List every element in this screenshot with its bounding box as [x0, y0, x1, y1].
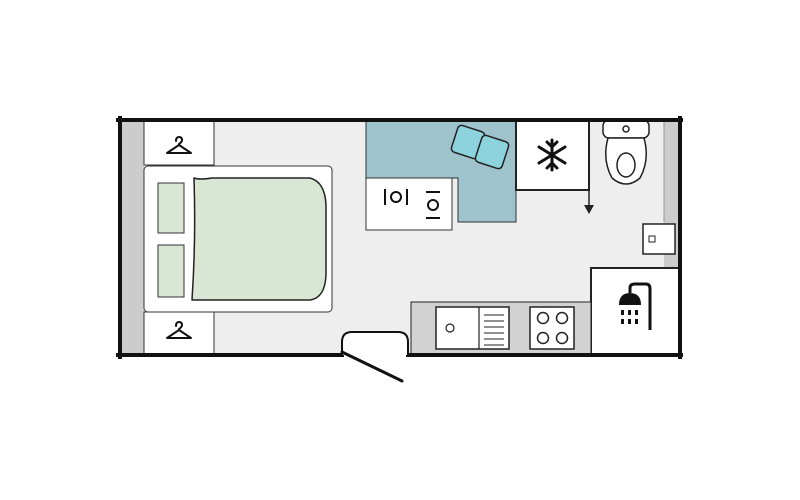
cushion-2 — [474, 134, 510, 170]
hob-icon — [529, 306, 575, 350]
door-step — [341, 331, 409, 355]
shower-icon — [619, 282, 652, 330]
wardrobe-top — [143, 119, 215, 166]
cutlery-plate-icon — [384, 189, 408, 205]
fridge — [515, 119, 590, 191]
entrance-door — [340, 331, 409, 383]
bed-pillow-2 — [157, 244, 185, 298]
dining-table — [365, 177, 453, 231]
bed-pillow-1 — [157, 182, 185, 234]
shower — [590, 267, 681, 356]
basin-icon — [642, 223, 676, 255]
bathroom-door-arrow — [584, 190, 594, 214]
hanger-icon — [166, 321, 192, 339]
sink-icon — [435, 306, 510, 350]
toilet-icon — [602, 119, 650, 185]
cutlery-plate-icon — [426, 191, 440, 219]
outer-walls — [116, 116, 683, 359]
bed-duvet — [191, 177, 327, 301]
hanger-icon — [166, 136, 192, 154]
double-bed — [143, 165, 333, 313]
snowflake-icon — [537, 138, 567, 172]
door-swing-icon — [340, 350, 404, 383]
drainer-icon — [484, 314, 504, 346]
rear-end-wall — [120, 120, 144, 355]
wardrobe-bottom — [143, 311, 215, 356]
kitchen-counter — [410, 301, 592, 356]
